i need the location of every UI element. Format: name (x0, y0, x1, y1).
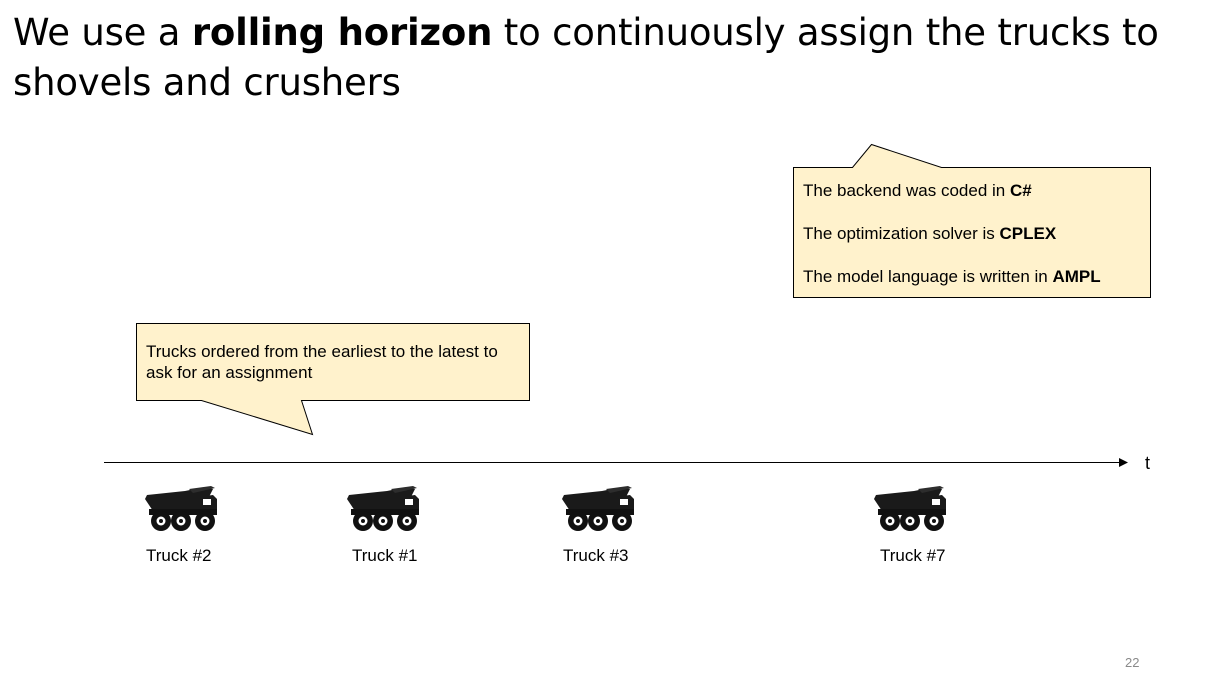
tech-line-bold: AMPL (1052, 267, 1101, 286)
truck-label: Truck #1 (352, 546, 418, 565)
time-axis-arrowhead (1119, 458, 1128, 467)
dump-truck-icon (562, 486, 634, 531)
tech-callout-line: The optimization solver is CPLEX (803, 223, 1101, 244)
page-number: 22 (1125, 655, 1140, 670)
order-callout-line: Trucks ordered from the earliest to the … (146, 342, 498, 361)
time-axis-label: t (1145, 453, 1151, 473)
tech-callout-text: The backend was coded in C# The optimiza… (803, 180, 1101, 287)
order-callout-bubble (136, 323, 530, 436)
truck-label: Truck #2 (146, 546, 212, 565)
dump-truck-icon (347, 486, 419, 531)
dump-truck-icon (874, 486, 946, 531)
tech-callout-line: The model language is written in AMPL (803, 266, 1101, 287)
order-callout-text: Trucks ordered from the earliest to the … (146, 341, 498, 383)
title-text-start: We use a (13, 11, 192, 54)
order-callout-line: ask for an assignment (146, 363, 313, 382)
tech-line-bold: CPLEX (999, 224, 1057, 243)
truck-label: Truck #3 (563, 546, 629, 565)
tech-callout-line: The backend was coded in C# (803, 180, 1101, 201)
title-emphasis: rolling horizon (191, 11, 493, 54)
tech-line-text: The model language is written in (803, 267, 1053, 286)
tech-callout-bubble (793, 143, 1151, 298)
tech-line-text: The optimization solver is (803, 224, 1000, 243)
tech-line-bold: C# (1009, 181, 1032, 200)
slide-title: We use a rolling horizon to continuously… (13, 8, 1213, 108)
tech-line-text: The backend was coded in (803, 181, 1010, 200)
title-text-end: to continuously assign the trucks to sho… (13, 11, 1159, 104)
truck-label: Truck #7 (880, 546, 946, 565)
dump-truck-icon (145, 486, 217, 531)
